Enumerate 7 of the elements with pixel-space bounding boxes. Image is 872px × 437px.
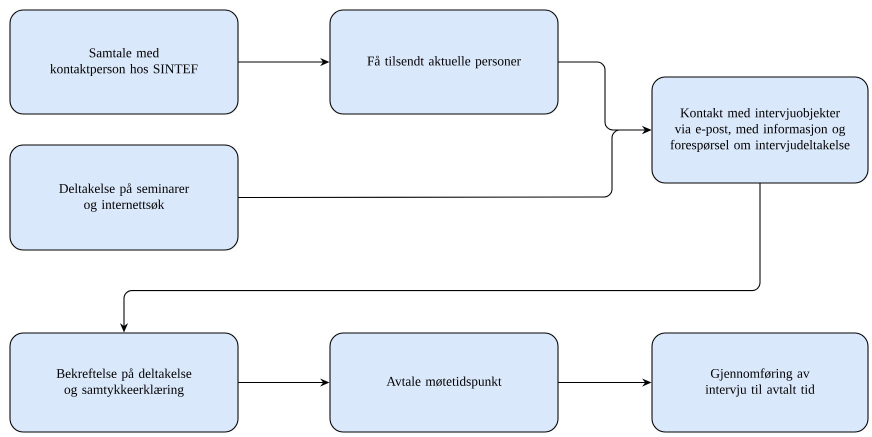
process-box: Gjennomføring av intervju til avtalt tid [651, 332, 869, 433]
process-box: Avtale møtetidspunkt [329, 332, 559, 433]
process-box: Bekreftelse på deltakelse og samtykkeerklæring [9, 332, 239, 433]
process-box: Deltakelse på seminarer og internettsøk [9, 144, 239, 251]
process-box: Få tilsendt aktuelle personer [329, 9, 559, 115]
process-box: Samtale med kontaktperson hos SINTEF [9, 9, 239, 115]
process-box: Kontakt med intervjuobjekter via e-post, med informasjon og forespørsel om intervjudeltakelse [651, 76, 869, 184]
